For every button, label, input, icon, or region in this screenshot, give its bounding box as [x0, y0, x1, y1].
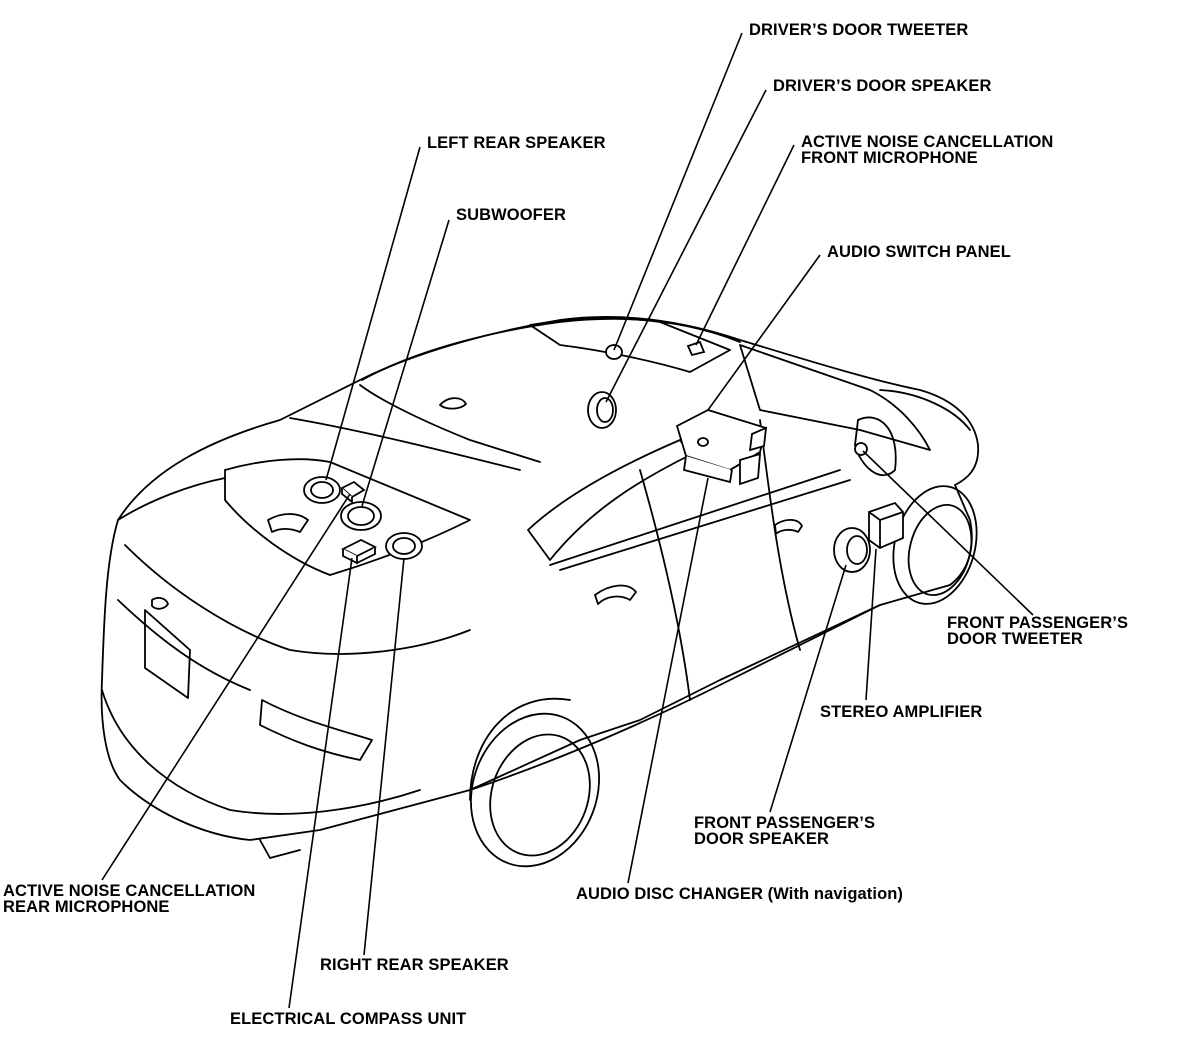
label-stereo-amplifier: STEREO AMPLIFIER [820, 703, 983, 721]
label-line-2: FRONT MICROPHONE [801, 149, 978, 167]
label-anc-rear-microphone: ACTIVE NOISE CANCELLATION REAR MICROPHON… [3, 882, 256, 916]
label-audio-disc-changer: AUDIO DISC CHANGER (With navigation) [576, 885, 904, 903]
drivers-door-tweeter-shape [606, 345, 622, 359]
label-line-1: ACTIVE NOISE CANCELLATION [3, 882, 256, 900]
subwoofer-shape [341, 502, 381, 530]
right-rear-speaker-shape [386, 533, 422, 559]
label-text: ELECTRICAL COMPASS UNIT [230, 1010, 467, 1028]
left-rear-speaker-shape [304, 477, 340, 503]
car-body-outline [102, 317, 990, 885]
anc-rear-mic-shape [342, 482, 364, 502]
label-line-1: ACTIVE NOISE CANCELLATION [801, 133, 1054, 151]
label-text: SUBWOOFER [456, 206, 566, 224]
audio-unit-shape [677, 410, 766, 484]
label-line-1: FRONT PASSENGER’S [947, 614, 1129, 632]
label-electrical-compass-unit: ELECTRICAL COMPASS UNIT [230, 1010, 467, 1028]
label-text: DRIVER’S DOOR TWEETER [749, 21, 969, 39]
stereo-amp-shape [869, 503, 903, 548]
label-line-2: DOOR SPEAKER [694, 830, 830, 848]
label-text: RIGHT REAR SPEAKER [320, 956, 509, 974]
label-audio-switch-panel: AUDIO SWITCH PANEL [827, 243, 1011, 261]
label-text: DRIVER’S DOOR SPEAKER [773, 77, 992, 95]
label-text: LEFT REAR SPEAKER [427, 134, 606, 152]
label-text: AUDIO SWITCH PANEL [827, 243, 1011, 261]
label-right-rear-speaker: RIGHT REAR SPEAKER [320, 956, 509, 974]
label-text: STEREO AMPLIFIER [820, 703, 983, 721]
leader-lines [102, 33, 1033, 1008]
label-front-passenger-door-speaker: FRONT PASSENGER’S DOOR SPEAKER [694, 814, 876, 848]
label-anc-front-microphone: ACTIVE NOISE CANCELLATION FRONT MICROPHO… [801, 133, 1054, 167]
audio-components [304, 342, 903, 572]
label-subwoofer: SUBWOOFER [456, 206, 566, 224]
drivers-door-speaker-shape [588, 392, 616, 428]
label-line-1: FRONT PASSENGER’S [694, 814, 876, 832]
label-drivers-door-tweeter: DRIVER’S DOOR TWEETER [749, 21, 969, 39]
label-text: AUDIO DISC CHANGER (With navigation) [576, 885, 904, 903]
label-front-passenger-door-tweeter: FRONT PASSENGER’S DOOR TWEETER [947, 614, 1129, 648]
label-drivers-door-speaker: DRIVER’S DOOR SPEAKER [773, 77, 992, 95]
compass-unit-shape [343, 540, 375, 563]
front-pass-speaker-shape [834, 528, 870, 572]
label-line-2: REAR MICROPHONE [3, 898, 170, 916]
label-left-rear-speaker: LEFT REAR SPEAKER [427, 134, 606, 152]
label-line-2: DOOR TWEETER [947, 630, 1083, 648]
